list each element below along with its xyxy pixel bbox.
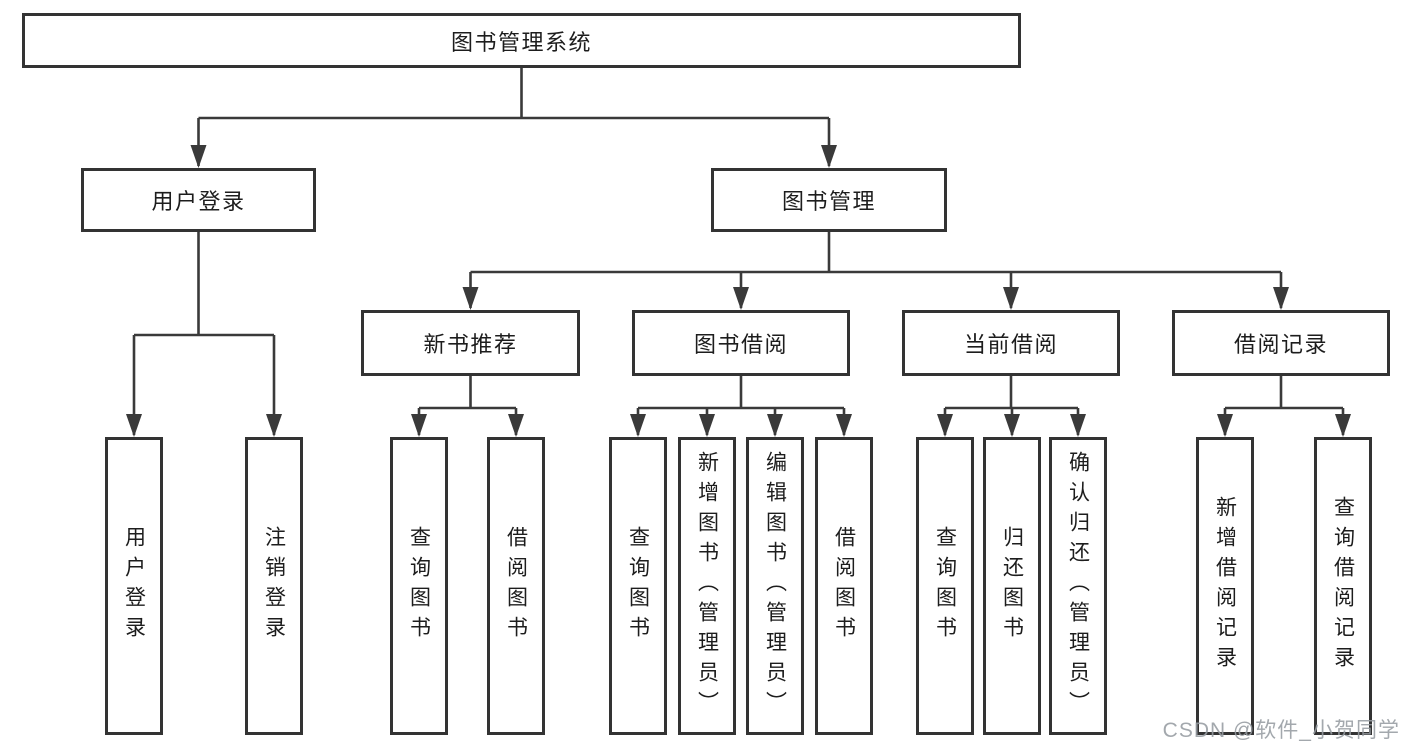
node-leaf-borrow-book-1: 借阅图书 [487,437,545,735]
arrowhead-icon [821,145,837,168]
node-book-borrow: 图书借阅 [632,310,850,376]
edge-group-borrow-records [1223,376,1345,435]
node-label: 借阅图书 [832,526,856,646]
node-label: 确认归还（管理员） [1066,451,1090,721]
node-leaf-add-book: 新增图书（管理员） [678,437,736,735]
node-leaf-logout: 注销登录 [245,437,303,735]
node-label: 查询图书 [407,526,431,646]
arrowhead-icon [1217,414,1233,437]
node-label: 图书管理 [781,189,876,214]
node-borrow-records: 借阅记录 [1172,310,1390,376]
node-label: 新增借阅记录 [1213,496,1237,676]
arrowhead-icon [1004,414,1020,437]
node-leaf-return-book: 归还图书 [983,437,1041,735]
node-label: 查询图书 [626,526,650,646]
arrowhead-icon [836,414,852,437]
node-book-mgmt: 图书管理 [711,168,947,232]
node-label: 图书借阅 [693,332,788,357]
node-user-login: 用户登录 [81,168,316,232]
node-current-borrow: 当前借阅 [902,310,1120,376]
node-leaf-confirm-return: 确认归还（管理员） [1049,437,1107,735]
node-leaf-query-book-1: 查询图书 [390,437,448,735]
arrowhead-icon [1070,414,1086,437]
node-label: 归还图书 [1000,526,1024,646]
node-leaf-borrow-book-2: 借阅图书 [815,437,873,735]
node-label: 图书管理系统 [450,29,592,55]
arrowhead-icon [462,287,479,310]
node-leaf-edit-book: 编辑图书（管理员） [746,437,804,735]
arrowhead-icon [508,414,524,437]
arrowhead-icon [630,414,646,437]
arrowhead-icon [1335,414,1351,437]
arrowhead-icon [190,145,207,168]
arrowhead-icon [699,414,715,437]
node-label: 新增图书（管理员） [695,451,719,721]
node-label: 用户登录 [122,526,146,646]
arrowhead-icon [937,414,953,437]
arrowhead-icon [767,414,783,437]
arrowhead-icon [1003,287,1019,310]
node-root: 图书管理系统 [22,13,1021,68]
node-label: 查询借阅记录 [1331,496,1355,676]
edge-group-user-login [132,232,276,435]
arrowhead-icon [1273,287,1289,310]
node-leaf-query-record: 查询借阅记录 [1314,437,1372,735]
arrowhead-icon [733,287,749,310]
node-leaf-query-book-2: 查询图书 [609,437,667,735]
node-label: 编辑图书（管理员） [763,451,787,721]
node-new-book-rec: 新书推荐 [361,310,580,376]
node-label: 查询图书 [933,526,957,646]
node-label: 借阅图书 [504,526,528,646]
node-label: 新书推荐 [423,332,518,357]
node-leaf-user-login: 用户登录 [105,437,163,735]
node-label: 借阅记录 [1233,332,1328,357]
edge-group-root [197,68,831,166]
node-leaf-add-record: 新增借阅记录 [1196,437,1254,735]
edge-group-new-book-rec [417,376,518,435]
arrowhead-icon [266,414,282,437]
arrowhead-icon [126,414,142,437]
node-label: 当前借阅 [963,332,1058,357]
arrowhead-icon [411,414,427,437]
node-label: 用户登录 [151,189,246,214]
node-label: 注销登录 [262,526,286,646]
node-leaf-query-book-3: 查询图书 [916,437,974,735]
